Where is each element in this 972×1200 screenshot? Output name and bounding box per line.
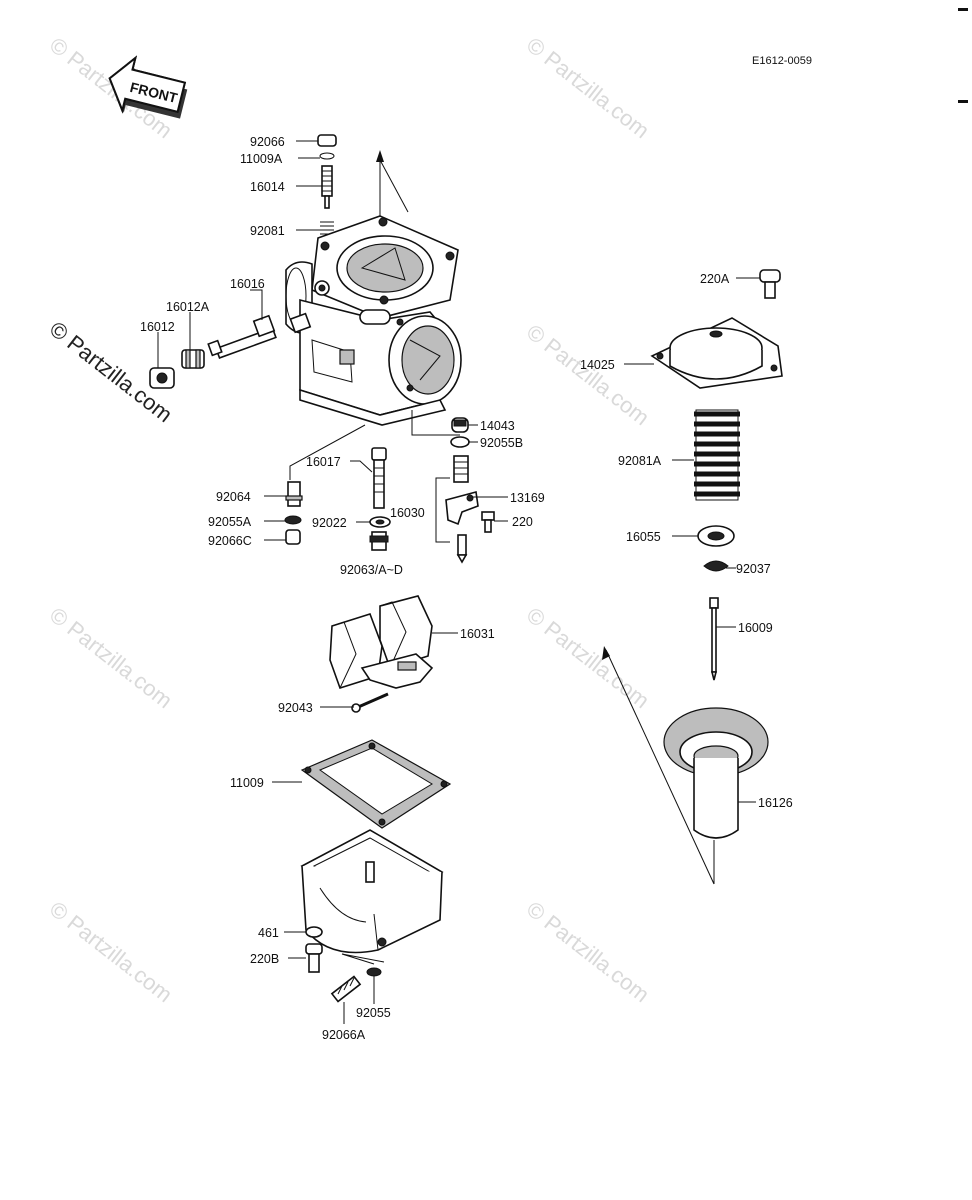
- label-16030: 16030: [390, 506, 425, 520]
- carburetor-body: [285, 215, 462, 426]
- part-13169-clip: [445, 490, 479, 526]
- label-92063: 92063/A~D: [340, 563, 403, 577]
- edge-mark-mid: [958, 100, 968, 103]
- label-92066C: 92066C: [208, 534, 252, 548]
- part-16126-vacuum-piston: [663, 707, 769, 839]
- part-16017-needle-jet: [371, 447, 387, 509]
- label-92066A: 92066A: [322, 1028, 366, 1042]
- label-92081A: 92081A: [618, 454, 662, 468]
- label-16055: 16055: [626, 530, 661, 544]
- watermark-5: © Partzilla.com: [522, 602, 654, 713]
- part-461-washer: [305, 926, 323, 938]
- label-92043: 92043: [278, 701, 313, 715]
- watermark-2: © Partzilla.com: [522, 32, 654, 143]
- label-92037: 92037: [736, 562, 771, 576]
- label-92055A: 92055A: [208, 515, 252, 529]
- part-92055B-oring: [450, 436, 470, 448]
- part-92043-pin: [351, 692, 389, 713]
- watermark-7: © Partzilla.com: [522, 896, 654, 1007]
- part-16031-float: [329, 595, 434, 689]
- part-220B-screw: [305, 943, 323, 973]
- part-16012A-nut: [181, 349, 205, 369]
- part-16014-screw: [321, 165, 333, 209]
- label-13169: 13169: [510, 491, 545, 505]
- watermark-6: © Partzilla.com: [45, 896, 177, 1007]
- label-461: 461: [258, 926, 279, 940]
- part-11009A-oring: [319, 152, 335, 160]
- label-16014: 16014: [250, 180, 285, 194]
- label-11009: 11009: [230, 776, 264, 790]
- leader-lines: [157, 140, 760, 1024]
- label-16126: 16126: [758, 796, 793, 810]
- label-14043: 14043: [480, 419, 515, 433]
- label-220A: 220A: [700, 272, 730, 286]
- edge-mark-top: [958, 8, 968, 11]
- label-16017: 16017: [306, 455, 341, 469]
- part-92037-clip: [703, 560, 729, 572]
- part-92064-jet: [285, 481, 303, 507]
- diagram-code: E1612-0059: [752, 55, 812, 67]
- part-92066C-plug: [285, 529, 301, 545]
- part-16012-nut: [149, 367, 175, 389]
- part-92066-cap: [317, 134, 337, 147]
- label-16012: 16012: [140, 320, 175, 334]
- part-14043-cap: [451, 417, 469, 433]
- part-16009-jet-needle: [709, 597, 719, 681]
- part-11009-gasket: [300, 739, 452, 829]
- part-92022-washer: [369, 516, 391, 528]
- part-92081A-spring: [694, 409, 740, 501]
- label-92066: 92066: [250, 135, 285, 149]
- part-220-screw: [481, 511, 495, 533]
- part-220A-screw: [759, 269, 781, 299]
- part-92066A-drain-screw: [330, 975, 362, 1003]
- label-16016: 16016: [230, 277, 265, 291]
- label-11009A: 11009A: [240, 152, 283, 166]
- part-16016-screw: [207, 314, 277, 359]
- label-92055B: 92055B: [480, 436, 523, 450]
- watermark-3: © Partzilla.com: [522, 319, 654, 430]
- label-92081: 92081: [250, 224, 285, 238]
- label-220: 220: [512, 515, 533, 529]
- label-14025: 14025: [580, 358, 615, 372]
- part-16030-float-valve: [453, 455, 469, 564]
- label-92055: 92055: [356, 1006, 391, 1020]
- part-16055-retainer: [697, 525, 735, 547]
- label-220B: 220B: [250, 952, 279, 966]
- label-16009: 16009: [738, 621, 773, 635]
- front-arrow-icon: FRONT: [108, 55, 188, 119]
- label-16031: 16031: [460, 627, 495, 641]
- part-14025-top-cover: [650, 317, 783, 389]
- watermark-4: © Partzilla.com: [45, 602, 177, 713]
- part-92055-oring: [366, 967, 382, 977]
- label-92022: 92022: [312, 516, 347, 530]
- label-92064: 92064: [216, 490, 251, 504]
- label-16012A: 16012A: [166, 300, 210, 314]
- part-92081-spring: [320, 221, 334, 239]
- part-labels: 92066 11009A 16014 92081 16016 16012A 16…: [140, 135, 793, 1042]
- float-bowl: [300, 829, 444, 954]
- part-92055A-washer: [284, 515, 302, 525]
- part-92063-jet: [369, 531, 389, 551]
